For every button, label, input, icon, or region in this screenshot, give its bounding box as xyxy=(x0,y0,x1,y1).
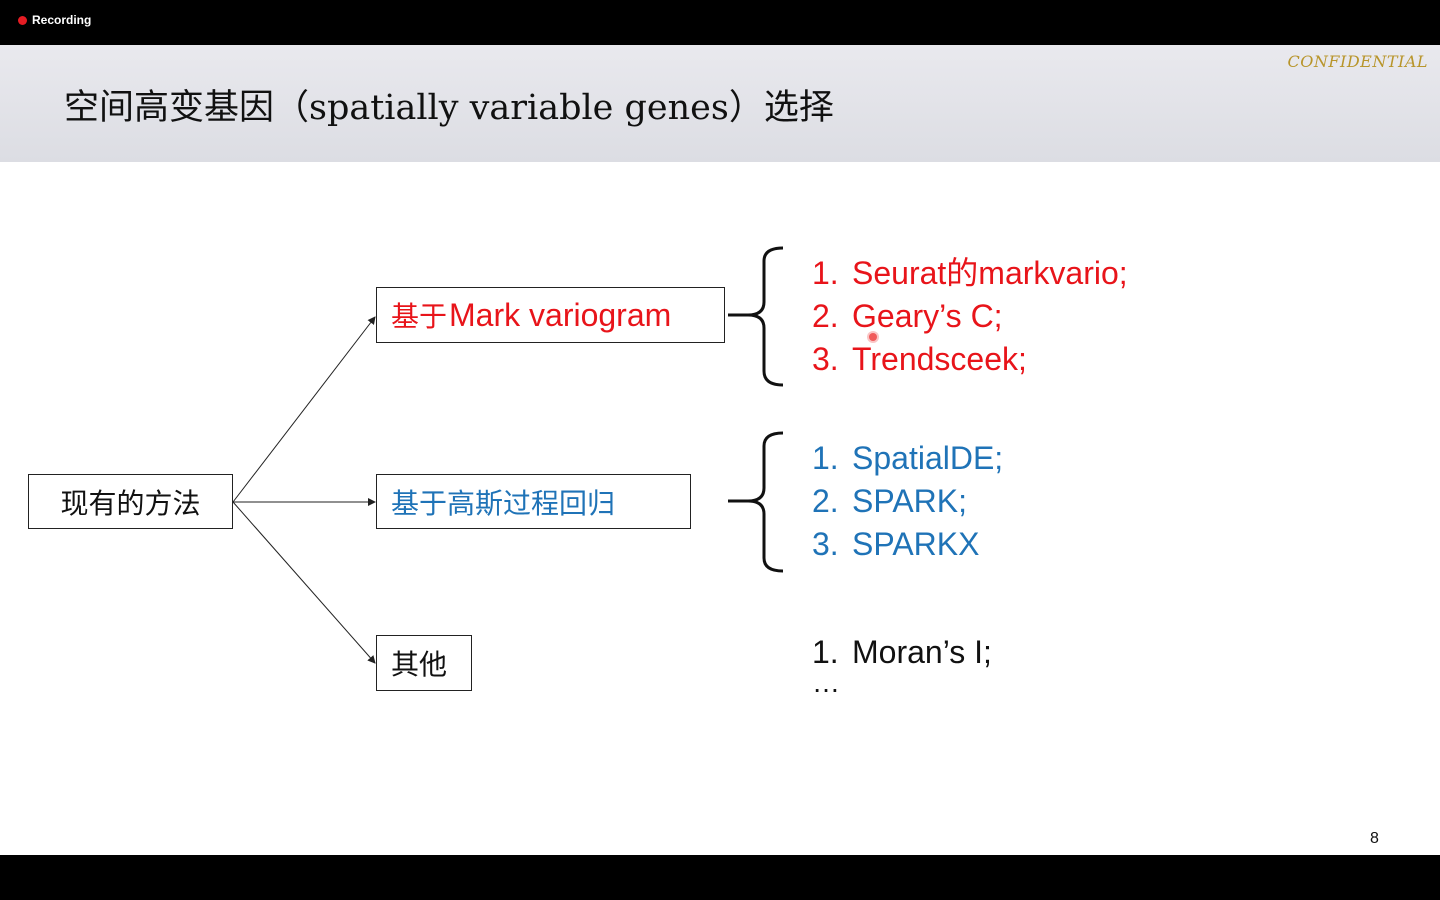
arrow-to-mark-variogram xyxy=(232,316,376,503)
slide-title: 空间高变基因（spatially variable genes）选择 xyxy=(64,88,834,128)
confidential-mark: CONFIDENTIAL xyxy=(1287,52,1428,71)
recording-label: Recording xyxy=(32,13,92,27)
gaussian-process-method-list: 1.SpatialDE; 2.SPARK; 3.SPARKX xyxy=(812,437,1003,566)
diagram-connectors xyxy=(232,246,784,664)
list-item: 2.SPARK; xyxy=(812,483,967,519)
list-item: 1.Moran’s I; xyxy=(812,634,992,670)
other-methods-box: 其他 xyxy=(376,635,472,691)
recording-bar: Recording xyxy=(0,0,1440,45)
brace-red xyxy=(728,246,784,387)
mark-variogram-prefix: 基于 xyxy=(391,300,448,333)
arrow-to-other xyxy=(232,501,376,664)
list-item: 1.SpatialDE; xyxy=(812,440,1004,476)
list-ellipsis: … xyxy=(812,667,840,698)
page-number: 8 xyxy=(1370,830,1379,847)
mark-variogram-label: Mark variogram xyxy=(449,296,672,333)
brace-blue xyxy=(728,431,784,573)
list-item: 2.Geary’s C; xyxy=(812,298,1003,334)
list-item: 3.Trendsceek; xyxy=(812,341,1027,377)
laser-pointer-icon xyxy=(869,333,877,341)
other-method-list: 1.Moran’s I; … xyxy=(812,631,992,698)
bottom-bar xyxy=(0,855,1440,900)
list-item: 1.Seurat的markvario; xyxy=(812,255,1128,291)
root-methods-box: 现有的方法 xyxy=(28,474,233,529)
list-item: 3.SPARKX xyxy=(812,526,980,562)
slide-header: CONFIDENTIAL 空间高变基因（spatially variable g… xyxy=(0,45,1440,162)
slide: CONFIDENTIAL 空间高变基因（spatially variable g… xyxy=(0,45,1440,855)
mark-variogram-method-list: 1.Seurat的markvario; 2.Geary’s C; 3.Trend… xyxy=(812,252,1128,381)
recording-dot-icon xyxy=(18,16,27,25)
gaussian-process-box: 基于高斯过程回归 xyxy=(376,474,691,529)
